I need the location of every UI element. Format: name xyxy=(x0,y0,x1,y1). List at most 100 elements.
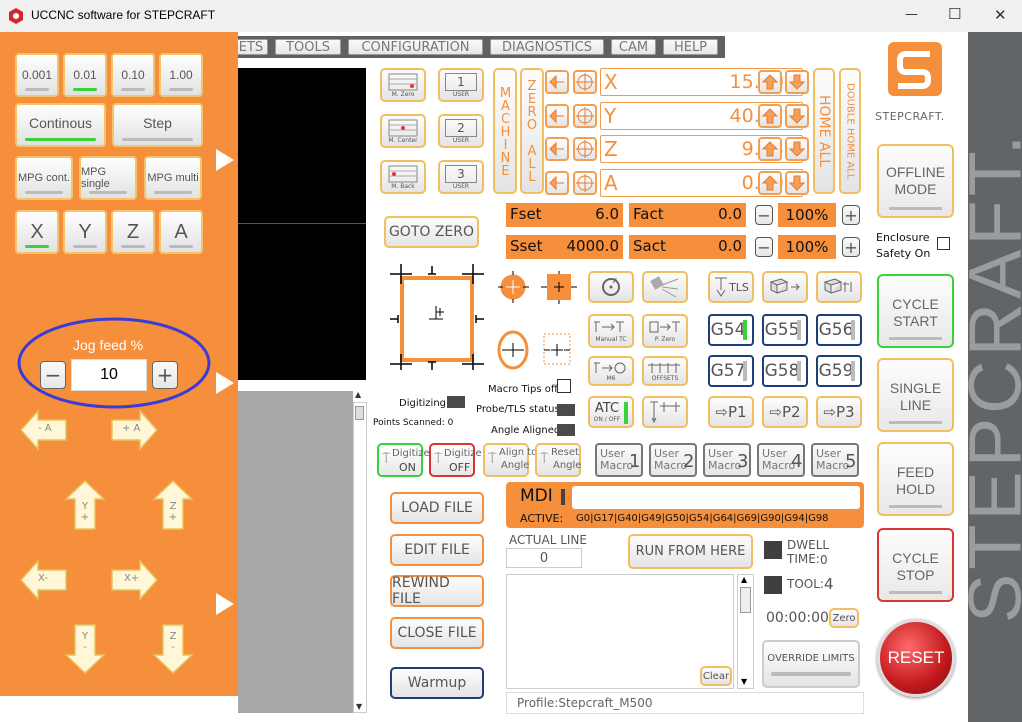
gcode-scrollbar[interactable] xyxy=(353,402,367,713)
feed-override-plus-button[interactable]: + xyxy=(842,205,860,225)
home-z-button[interactable] xyxy=(758,137,782,161)
scrollbar-thumb[interactable] xyxy=(740,587,751,613)
g54-button[interactable]: G54 xyxy=(708,314,754,346)
scroll-down-icon[interactable]: ▼ xyxy=(741,677,748,686)
zero-all-button[interactable]: ZERO ALL xyxy=(520,68,544,194)
scroll-up-icon[interactable]: ▲ xyxy=(741,575,748,584)
manual-tc-button[interactable]: Manual TC xyxy=(588,314,634,348)
jog-feed-input[interactable]: 10 xyxy=(71,359,147,391)
user-macro-2-button[interactable]: User Macro 2 xyxy=(649,443,697,477)
digitize-on-button[interactable]: ⍑ Digitize ON xyxy=(377,443,430,477)
spindle-rotate-button[interactable] xyxy=(588,271,634,303)
menu-item-help[interactable]: HELP xyxy=(663,39,718,55)
close-file-button[interactable]: CLOSE FILE xyxy=(390,617,484,649)
expand-arrow-icon[interactable] xyxy=(216,149,234,171)
menu-item-diagnostics[interactable]: DIAGNOSTICS xyxy=(490,39,604,55)
tls-button[interactable]: TLS xyxy=(708,271,754,303)
editor-scrollbar[interactable]: ▲ ▼ xyxy=(737,574,754,689)
scrollbar-thumb[interactable] xyxy=(355,406,364,420)
enclosure-checkbox[interactable] xyxy=(937,237,950,250)
gcode-list[interactable] xyxy=(238,391,353,713)
jog-z-minus-button[interactable]: Z - xyxy=(148,621,198,677)
machine-zero-button[interactable]: M. Zero xyxy=(380,68,426,102)
spindle-override-minus-button[interactable]: − xyxy=(755,237,773,257)
menu-item-configuration[interactable]: CONFIGURATION xyxy=(348,39,483,55)
g57-button[interactable]: G57 xyxy=(708,355,754,387)
spindle-spray-button[interactable] xyxy=(642,271,688,303)
close-button[interactable]: ✕ xyxy=(994,6,1007,24)
offsets-button[interactable]: OFFSETS xyxy=(642,356,688,386)
clear-button[interactable]: Clear xyxy=(700,666,732,686)
jog-feed-plus-button[interactable]: + xyxy=(152,361,178,389)
reset-angle-button[interactable]: ⍑ Reset Angle xyxy=(535,443,581,477)
align-to-angle-button[interactable]: ⍑ Align to Angle xyxy=(483,443,537,477)
jog-y-plus-button[interactable]: Y + xyxy=(60,477,110,533)
home-y-alt-button[interactable] xyxy=(785,104,809,128)
home-z-alt-button[interactable] xyxy=(785,137,809,161)
mpg-axis-x-button[interactable]: X xyxy=(15,210,59,254)
macro-tips-checkbox[interactable] xyxy=(557,379,571,393)
probe-square-inside-icon[interactable] xyxy=(540,330,574,370)
goto-zero-button[interactable]: GOTO ZERO xyxy=(384,216,479,248)
step-010-button[interactable]: 0.10 xyxy=(111,53,155,97)
user-macro-3-button[interactable]: User Macro 3 xyxy=(703,443,751,477)
menu-item-tools[interactable]: TOOLS xyxy=(275,39,341,55)
run-from-here-button[interactable]: RUN FROM HERE xyxy=(628,534,753,569)
machine-center-button[interactable]: M. Center xyxy=(380,114,426,148)
jog-z-plus-button[interactable]: Z + xyxy=(148,477,198,533)
g58-button[interactable]: G58 xyxy=(762,355,808,387)
jog-a-minus-button[interactable]: - A xyxy=(16,405,72,455)
probe-3d-button[interactable] xyxy=(816,271,862,303)
home-y-button[interactable] xyxy=(758,104,782,128)
step-0001-button[interactable]: 0.001 xyxy=(15,53,59,97)
machine-back-button[interactable]: M. Back xyxy=(380,160,426,194)
probe-surface-button[interactable] xyxy=(762,271,808,303)
mpg-multi-button[interactable]: MPG multi xyxy=(144,156,202,200)
p-zero-button[interactable]: P. Zero xyxy=(642,314,688,348)
scroll-down-icon[interactable]: ▼ xyxy=(356,702,363,711)
user-zero-1-button[interactable]: 1 USER xyxy=(438,68,484,102)
feed-hold-button[interactable]: FEED HOLD xyxy=(877,442,954,516)
park-p2-button[interactable]: ⇨P2 xyxy=(762,396,808,428)
probe-z-button[interactable] xyxy=(573,137,597,161)
zero-axis-z-button[interactable] xyxy=(545,137,569,161)
machine-coords-button[interactable]: MACHINE xyxy=(493,68,517,194)
digitize-off-button[interactable]: ⍑ Digitize OFF xyxy=(429,443,482,477)
home-a-button[interactable] xyxy=(758,171,782,195)
jog-x-plus-button[interactable]: X+ xyxy=(106,555,162,605)
mpg-axis-y-button[interactable]: Y xyxy=(63,210,107,254)
step-mode-button[interactable]: Step xyxy=(112,103,203,147)
zero-axis-a-button[interactable] xyxy=(545,171,569,195)
maximize-button[interactable]: ☐ xyxy=(948,5,962,23)
user-zero-3-button[interactable]: 3 USER xyxy=(438,160,484,194)
mpg-cont-button[interactable]: MPG cont. xyxy=(15,156,73,200)
zero-axis-y-button[interactable] xyxy=(545,104,569,128)
user-macro-1-button[interactable]: User Macro 1 xyxy=(595,443,643,477)
probe-x-button[interactable] xyxy=(573,70,597,94)
rewind-file-button[interactable]: REWIND FILE xyxy=(390,575,484,607)
jog-x-minus-button[interactable]: X- xyxy=(16,555,72,605)
cycle-stop-button[interactable]: CYCLE STOP xyxy=(877,528,954,602)
step-100-button[interactable]: 1.00 xyxy=(159,53,203,97)
home-x-alt-button[interactable] xyxy=(785,70,809,94)
mpg-axis-a-button[interactable]: A xyxy=(159,210,203,254)
jog-a-plus-button[interactable]: + A xyxy=(106,405,162,455)
probe-y-button[interactable] xyxy=(573,104,597,128)
user-zero-2-button[interactable]: 2 USER xyxy=(438,114,484,148)
gcode-editor[interactable] xyxy=(506,574,734,689)
probe-outside-corner-diagram[interactable] xyxy=(386,262,486,372)
m6-button[interactable]: M6 xyxy=(588,356,634,386)
atc-tool-button[interactable] xyxy=(642,396,688,428)
g59-button[interactable]: G59 xyxy=(816,355,862,387)
timer-zero-button[interactable]: Zero xyxy=(829,608,859,628)
minimize-button[interactable]: — xyxy=(905,7,918,22)
mpg-axis-z-button[interactable]: Z xyxy=(111,210,155,254)
toolpath-viewer[interactable] xyxy=(238,68,366,380)
zero-axis-x-button[interactable] xyxy=(545,70,569,94)
probe-square-outside-icon[interactable] xyxy=(540,270,578,304)
double-home-all-button[interactable]: DOUBLE HOME ALL xyxy=(839,68,861,194)
user-macro-5-button[interactable]: User Macro 5 xyxy=(811,443,859,477)
menu-item-cam[interactable]: CAM xyxy=(611,39,656,55)
mpg-single-button[interactable]: MPG single xyxy=(79,156,137,200)
g56-button[interactable]: G56 xyxy=(816,314,862,346)
